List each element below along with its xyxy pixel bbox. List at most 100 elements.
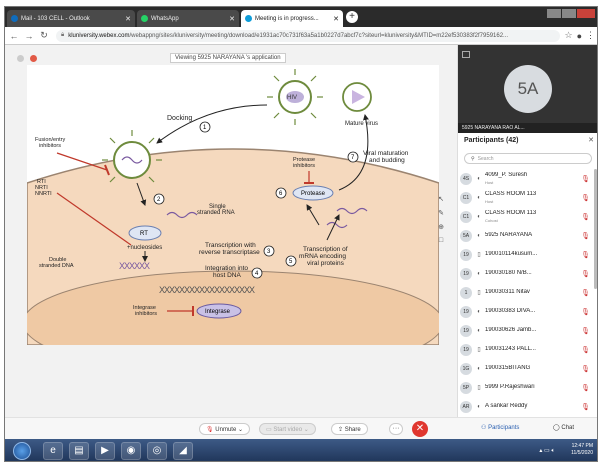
participant-avatar: AR xyxy=(460,400,472,413)
hiv-virion-icon xyxy=(267,69,323,125)
participant-row[interactable]: AR◐A sankar Reddy🎙︎ xyxy=(460,397,594,416)
mic-muted-icon[interactable]: 🎙︎ xyxy=(581,366,590,373)
mic-muted-icon[interactable]: 🎙︎ xyxy=(581,233,590,240)
url-input[interactable]: 🔒︎ kluniversity.webex.com/webappng/sites… xyxy=(56,29,561,42)
unmute-button[interactable]: 🎙︎ Unmute ⌄ xyxy=(199,423,251,435)
tab-label: Meeting is in progress... xyxy=(255,15,319,22)
participants-toggle-button[interactable]: ⚇ Participants xyxy=(481,424,519,431)
search-icon: ⚲ xyxy=(471,156,475,162)
account-icon[interactable]: ● xyxy=(576,30,582,41)
mic-muted-icon[interactable]: 🎙︎ xyxy=(581,214,590,221)
bookmark-star-icon[interactable]: ☆ xyxy=(564,30,573,40)
participant-row[interactable]: 19▯190010114kusum...🎙︎ xyxy=(460,245,594,264)
annotation-toolbar: ↖ ✎ ⊕ □ xyxy=(433,195,449,244)
mic-muted-icon[interactable]: 🎙︎ xyxy=(581,252,590,259)
share-button[interactable]: ⇪ Share xyxy=(331,423,368,435)
mic-muted-icon[interactable]: 🎙︎ xyxy=(581,385,590,392)
window-close-button[interactable] xyxy=(577,9,595,18)
start-video-button[interactable]: ▭ Start video ⌄ xyxy=(259,423,316,435)
mic-muted-icon[interactable]: 🎙︎ xyxy=(581,271,590,278)
integrase-label: Integrase xyxy=(205,309,231,315)
chrome-icon[interactable]: ◉ xyxy=(121,442,141,460)
system-tray-icons[interactable]: ▴ ▭ 🔈︎ xyxy=(539,448,555,454)
unmute-label: Unmute xyxy=(215,427,237,433)
start-button[interactable] xyxy=(13,442,31,460)
participant-row[interactable]: 19 ◐ 190030626 Jamb...🎙︎ xyxy=(460,321,594,340)
back-icon[interactable]: ← xyxy=(9,30,19,41)
more-options-button[interactable]: ··· xyxy=(389,423,403,435)
minimize-button[interactable] xyxy=(547,9,561,18)
mic-muted-icon[interactable]: 🎙︎ xyxy=(581,328,590,335)
close-icon[interactable]: ✕ xyxy=(588,137,594,144)
participant-scrollbar[interactable] xyxy=(594,169,597,289)
mic-muted-icon[interactable]: 🎙︎ xyxy=(581,347,590,354)
chat-toggle-button[interactable]: ◯ Chat xyxy=(553,424,574,431)
chat-toggle-label: Chat xyxy=(561,425,575,431)
mic-muted-icon[interactable]: 🎙︎ xyxy=(581,290,590,297)
device-icon: ◐ xyxy=(477,327,481,334)
participant-name-text: 190030383 DIVA... xyxy=(485,308,536,314)
mic-muted-icon[interactable]: 🎙︎ xyxy=(581,404,590,411)
share-status-icon xyxy=(17,55,24,62)
mic-muted-icon[interactable]: 🎙︎ xyxy=(581,309,590,316)
url-host: kluniversity.webex.com xyxy=(68,32,130,39)
close-icon[interactable]: ✕ xyxy=(333,15,339,23)
menu-icon[interactable]: ⋮ xyxy=(586,30,595,40)
end-meeting-button[interactable]: ✕ xyxy=(412,421,428,437)
maximize-button[interactable] xyxy=(562,9,576,18)
pointer-icon[interactable]: ↖ xyxy=(438,196,444,203)
participants-header: Participants (42) ✕ xyxy=(458,135,597,147)
device-icon: ◐ xyxy=(477,232,481,239)
participant-name-text: 190030311 Nitav xyxy=(485,289,530,295)
close-icon[interactable]: ✕ xyxy=(229,15,235,23)
media-player-icon[interactable]: ◎ xyxy=(147,442,167,460)
participant-row[interactable]: 19◐190030180 N/B...🎙︎ xyxy=(460,264,594,283)
step-1: 1 xyxy=(203,125,207,131)
meeting-controls: 🎙︎ Unmute ⌄ ▭ Start video ⌄ ⇪ Share ··· … xyxy=(5,417,597,439)
reload-icon[interactable]: ↻ xyxy=(40,30,48,40)
tab-outlook[interactable]: Mail - 103 CELL - Outlook ✕ xyxy=(7,10,135,27)
ie-icon[interactable]: e xyxy=(43,442,63,460)
participant-row[interactable]: 1G◐1900315BITANG🎙︎ xyxy=(460,359,594,378)
explorer-icon[interactable]: ▤ xyxy=(69,442,89,460)
participant-name: 190030626 Jamb... xyxy=(485,327,579,334)
participants-sidebar: 5A 5925 NARAYANA RAO AL... Participants … xyxy=(457,45,597,417)
media-icon[interactable]: ▶ xyxy=(95,442,115,460)
layout-icon[interactable] xyxy=(462,51,470,58)
shape-icon[interactable]: □ xyxy=(438,237,444,244)
annotate-icon[interactable]: ✎ xyxy=(438,210,444,217)
participant-row[interactable]: 19◐190030383 DIVA...🎙︎ xyxy=(460,302,594,321)
mic-muted-icon[interactable]: 🎙︎ xyxy=(581,176,590,183)
forward-icon[interactable]: → xyxy=(24,30,34,41)
step-3: 3 xyxy=(267,249,271,255)
participant-name-text: 5925 NARAYANA xyxy=(485,232,533,238)
close-icon[interactable]: ✕ xyxy=(125,15,131,23)
new-tab-button[interactable]: + xyxy=(346,11,358,23)
participant-search-input[interactable]: ⚲Search xyxy=(464,153,592,164)
tab-whatsapp[interactable]: WhatsApp ✕ xyxy=(137,10,239,27)
tab-webex-meeting[interactable]: Meeting is in progress... ✕ xyxy=(241,10,343,27)
zoom-icon[interactable]: ⊕ xyxy=(438,224,444,231)
clock[interactable]: 12:47 PM 11/5/2020 xyxy=(571,443,593,457)
participant-row[interactable]: 5P▯5999 P.Rajeshwari🎙︎ xyxy=(460,378,594,397)
step-7: 7 xyxy=(351,155,355,161)
participant-row[interactable]: 1▯190030311 Nitav🎙︎ xyxy=(460,283,594,302)
participant-name: 5925 NARAYANA xyxy=(485,232,579,239)
participant-row[interactable]: 19▯190031243 PALL...🎙︎ xyxy=(460,340,594,359)
mic-muted-icon[interactable]: 🎙︎ xyxy=(581,195,590,202)
participant-avatar: C1 xyxy=(460,210,472,223)
participant-row[interactable]: 5A ◐ 5925 NARAYANA 🎙︎ xyxy=(460,226,594,245)
participant-avatar: 19 xyxy=(460,324,472,337)
address-bar-row: ← → ↻ 🔒︎ kluniversity.webex.com/webappng… xyxy=(5,27,597,45)
tab-label: Mail - 103 CELL - Outlook xyxy=(21,15,90,22)
participant-avatar: 5A xyxy=(460,229,472,242)
tab-label: WhatsApp xyxy=(151,15,179,22)
device-icon: ▯ xyxy=(477,347,481,353)
participant-avatar: C1 xyxy=(460,191,472,204)
app-icon[interactable]: ◢ xyxy=(173,442,193,460)
